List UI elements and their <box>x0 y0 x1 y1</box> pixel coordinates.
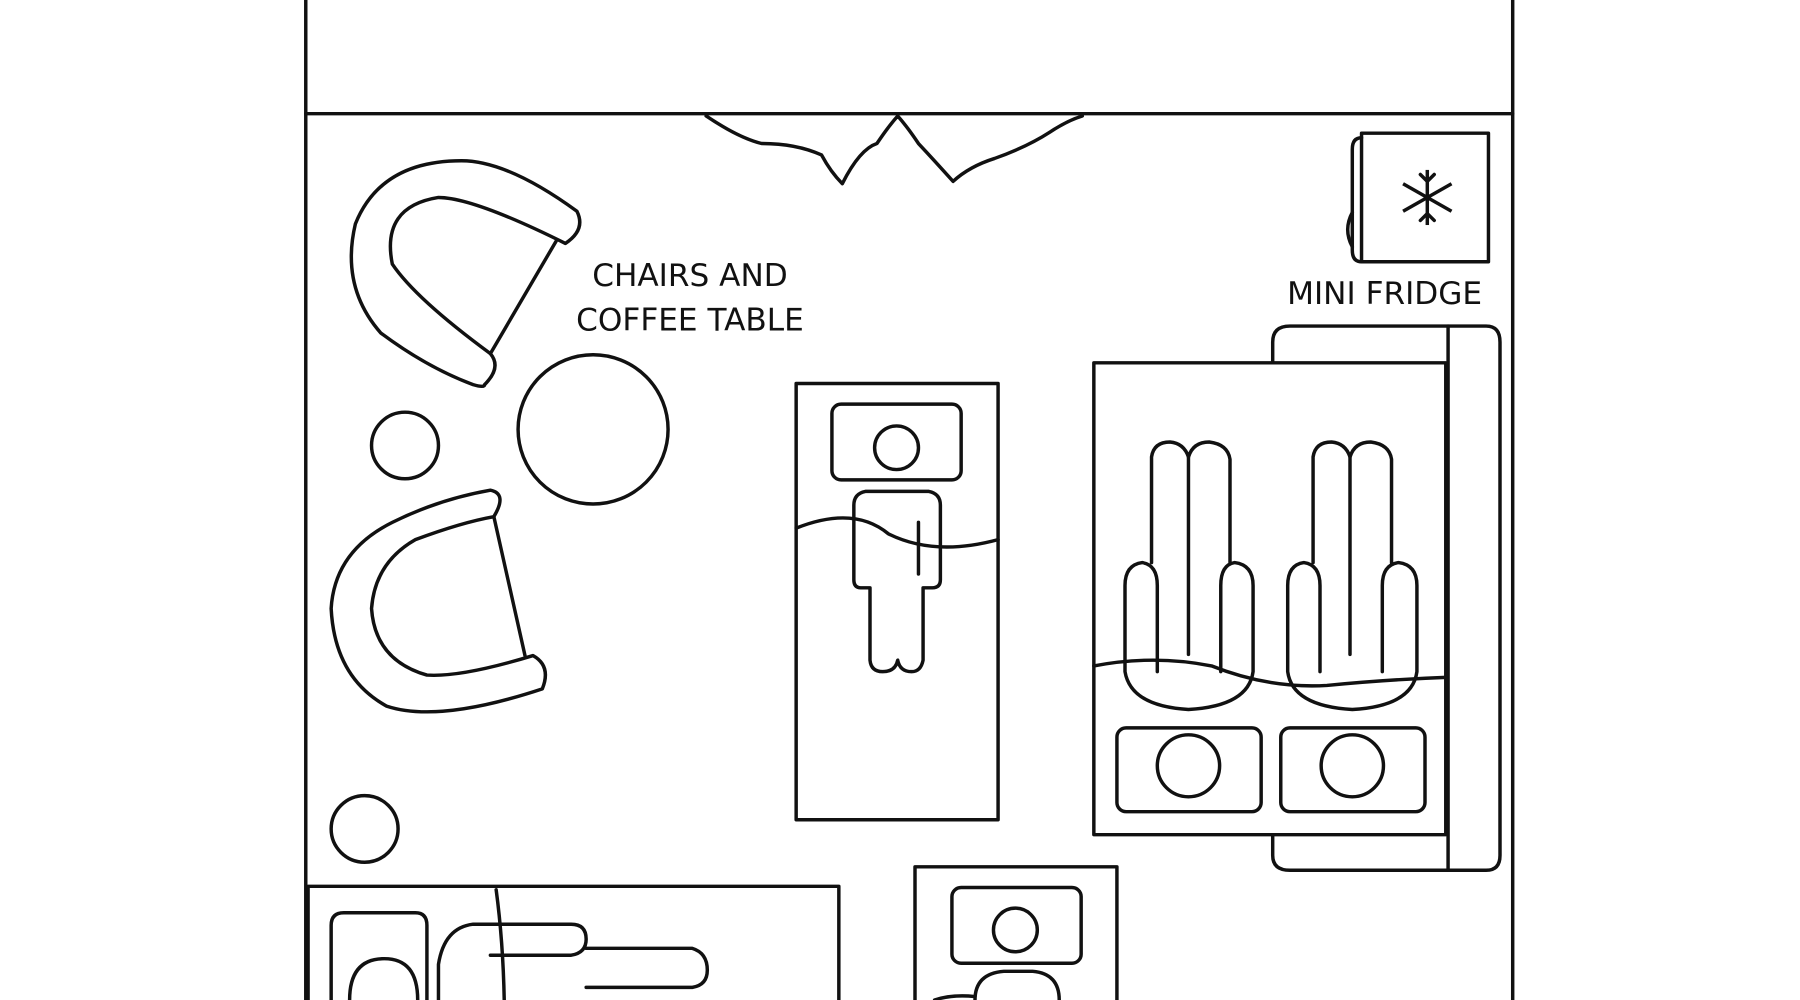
armchair-top <box>349 159 582 389</box>
window-curtains <box>704 114 1085 186</box>
mini-fridge-label: MINI FRIDGE <box>1287 276 1482 312</box>
single-bed <box>794 381 1000 822</box>
person-right <box>1285 440 1419 712</box>
side-table <box>369 410 441 481</box>
bed-bottom-left <box>306 884 841 1000</box>
room-walls <box>304 0 1515 1000</box>
armchair-bottom <box>329 488 548 714</box>
double-bed <box>1092 324 1502 872</box>
mini-fridge <box>1345 131 1491 264</box>
chairs-label-line2: COFFEE TABLE <box>576 303 804 339</box>
bed-bottom-center <box>913 865 1119 1000</box>
coffee-table <box>516 353 670 506</box>
pillow-icon <box>830 402 963 482</box>
person-icon <box>852 489 943 674</box>
side-table-2 <box>329 793 400 864</box>
chairs-label-line1: CHAIRS AND <box>592 258 788 294</box>
person-left <box>1123 440 1255 712</box>
snowflake-icon <box>1402 169 1453 226</box>
